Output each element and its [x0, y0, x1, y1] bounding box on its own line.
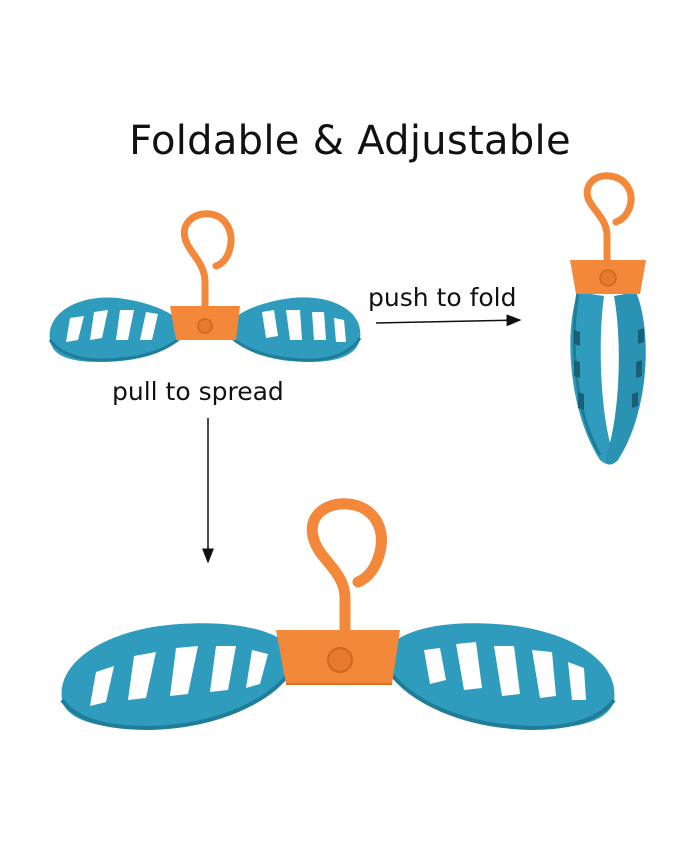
push-to-fold-caption: push to fold — [368, 283, 517, 312]
fold-arrow — [375, 314, 522, 327]
hanger-spread-small-image — [48, 210, 362, 362]
pull-to-spread-caption: pull to spread — [112, 377, 284, 406]
hanger-spread-large-image — [60, 498, 616, 731]
hanger-folded-image — [570, 172, 646, 465]
page-title: Foldable & Adjustable — [129, 118, 571, 164]
